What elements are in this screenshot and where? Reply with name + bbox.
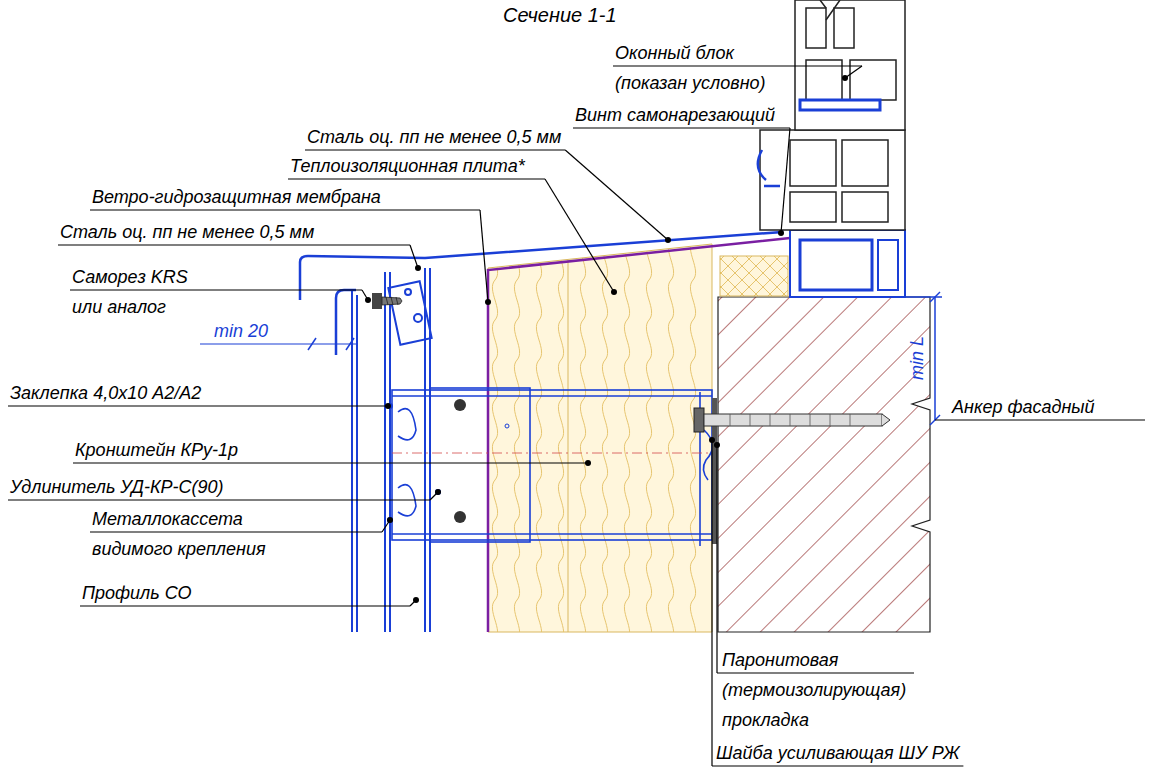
leader-dot (665, 237, 671, 243)
label-underline (73, 462, 588, 463)
label-underline (58, 244, 410, 245)
washer-label: Шайба усиливающая ШУ РЖ (716, 738, 959, 768)
screw-label: Винт самонарезающий (575, 100, 775, 130)
label-underline (935, 419, 1145, 420)
leader-line (781, 128, 790, 233)
membrane (488, 238, 790, 632)
label-underline (90, 531, 382, 532)
leader-dot (709, 437, 715, 443)
extension-label: Удлинитель УД-КР-С(90) (10, 472, 224, 502)
leader-dot (435, 489, 441, 495)
bracket (392, 388, 713, 546)
label-underline (712, 765, 963, 766)
anchor-label: Анкер фасадный (952, 392, 1095, 422)
leader-line (480, 210, 488, 302)
leader-line (711, 440, 712, 766)
rivet-label: Заклепка 4,0х10 A2/A2 (10, 378, 201, 408)
label-underline (573, 127, 790, 128)
membrane-label: Ветро-гидрозащитная мембрана (92, 182, 381, 212)
leader-dot (585, 460, 591, 466)
window-block (758, 0, 905, 297)
bolts (387, 399, 509, 523)
leader-line (845, 66, 862, 78)
leader-dot (387, 517, 393, 523)
leader-dot (413, 597, 419, 603)
label-underline (288, 178, 545, 179)
leader-line (716, 445, 717, 673)
label-underline (8, 405, 388, 406)
dimension-label: min L (902, 336, 932, 380)
gasket-label: Паронитовая (термоизолирующая) прокладка (722, 645, 910, 735)
window-label: Оконный блок (показан условно) (615, 38, 769, 98)
label-underline (70, 289, 362, 290)
steel-label: Сталь оц. пп не менее 0,5 мм (60, 217, 314, 247)
label-underline (305, 149, 565, 150)
leader-dot (485, 299, 491, 305)
label-underline (200, 343, 356, 344)
label-underline (80, 605, 410, 606)
leader-dot (385, 403, 391, 409)
dimension-label: min 20 (214, 316, 268, 346)
cassette-label: Металлокассета видимого крепления (92, 504, 269, 564)
leader-line (565, 150, 668, 240)
leader-dot (611, 289, 617, 295)
profile-label: Профиль СО (82, 578, 192, 608)
leader-dot (365, 297, 371, 303)
label-underline (8, 499, 430, 500)
label-underline (613, 65, 862, 66)
leader-line (545, 179, 614, 292)
leader-dot (415, 265, 421, 271)
label-underline (90, 209, 480, 210)
label-underline (717, 672, 914, 673)
leader-dot (714, 442, 720, 448)
leader-dot (778, 230, 784, 236)
anchor (694, 408, 890, 432)
screw (372, 293, 402, 309)
screw-label: Саморез KRS или аналог (72, 262, 191, 322)
steel-label: Сталь оц. пп не менее 0,5 мм (307, 122, 561, 152)
leader-line (410, 245, 418, 268)
bracket-label: Кронштейн КРу-1р (75, 435, 238, 465)
steel-flashing (300, 222, 782, 355)
insulation (488, 244, 788, 632)
concrete-wall (718, 297, 930, 632)
leader-dot (842, 75, 848, 81)
insulation-label: Теплоизоляционная плита* (290, 151, 525, 181)
section-title: Сечение 1-1 (503, 2, 617, 28)
